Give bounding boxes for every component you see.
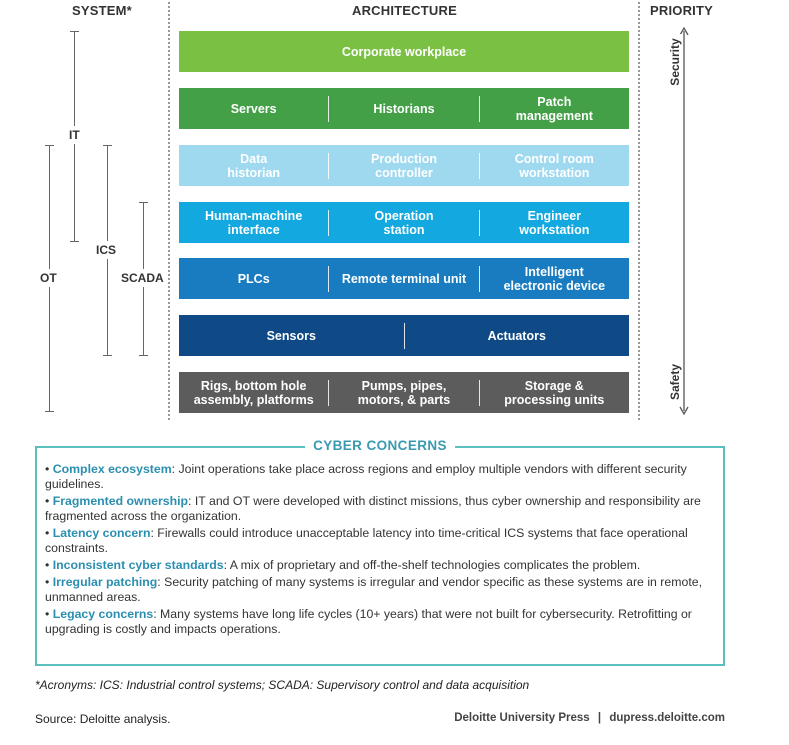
concern-text: : Security patching of many systems is i… [45, 575, 702, 604]
cell-separator [478, 152, 480, 179]
concern-text: : Joint operations take place across reg… [45, 462, 687, 491]
scada-bracket-tick [139, 202, 148, 203]
cell-separator [403, 322, 405, 349]
layer-cell: Servers [230, 101, 277, 116]
cell-separator [478, 209, 480, 236]
cell-separator [328, 265, 330, 292]
ot-bracket-tick [45, 145, 54, 146]
list-item: • Latency concern: Firewalls could intro… [45, 526, 688, 555]
layer-cell: Corporate workplace [341, 44, 467, 59]
concern-text: : IT and OT were developed with distinct… [45, 494, 701, 523]
concern-text: : Firewalls could introduce unacceptable… [45, 526, 688, 555]
credit-url: dupress.deloitte.com [609, 712, 725, 724]
layer-cell: Historians [373, 101, 435, 116]
list-item: • Complex ecosystem: Joint operations ta… [45, 462, 687, 491]
layer-cell: Sensors [266, 328, 316, 343]
layer-cell: Actuators [487, 328, 546, 343]
source-note: Source: Deloitte analysis. [35, 712, 171, 726]
layer-cell: Storage &processing units [504, 378, 605, 407]
it-bracket-tick [70, 31, 79, 32]
concern-heading: Inconsistent cyber standards [52, 558, 224, 572]
ics-bracket-tick [103, 355, 112, 356]
priority-arrow [679, 26, 689, 416]
ics-bracket-tick [103, 145, 112, 146]
cell-separator [328, 95, 330, 122]
list-item: • Irregular patching: Security patching … [45, 575, 702, 604]
concern-heading: Latency concern [52, 526, 151, 540]
ot-label: OT [40, 269, 57, 287]
cyber-concerns-list: • Complex ecosystem: Joint operations ta… [45, 462, 715, 639]
publisher-credit: Deloitte University Press | dupress.delo… [454, 712, 725, 724]
concern-heading: Legacy concerns [52, 607, 154, 621]
cell-separator [328, 152, 330, 179]
security-label: Security [668, 38, 682, 86]
credit-separator: | [597, 712, 602, 724]
cyber-concerns-box: CYBER CONCERNS • Complex ecosystem: Join… [35, 438, 725, 666]
priority-header: PRIORITY [650, 3, 713, 18]
cell-separator [478, 379, 480, 406]
layer-cell: Remote terminal unit [341, 271, 467, 286]
list-item: • Fragmented ownership: IT and OT were d… [45, 494, 701, 523]
scada-label: SCADA [121, 269, 164, 287]
ot-bracket-tick [45, 411, 54, 412]
list-item: • Inconsistent cyber standards: A mix of… [45, 558, 641, 572]
concern-heading: Complex ecosystem [52, 462, 172, 476]
cell-separator [328, 379, 330, 406]
right-divider [638, 2, 640, 420]
concern-heading: Fragmented ownership [52, 494, 189, 508]
credit-brand: Deloitte University Press [454, 712, 590, 724]
cell-separator [328, 209, 330, 236]
left-divider [168, 2, 170, 420]
layer-cell: PLCs [237, 271, 270, 286]
concern-text: : A mix of proprietary and off-the-shelf… [223, 558, 641, 572]
system-header: SYSTEM* [72, 3, 132, 18]
it-label: IT [69, 126, 80, 144]
ics-label: ICS [96, 241, 117, 259]
priority-label-bg [666, 358, 682, 406]
cell-separator [478, 95, 480, 122]
layer-corporate: Corporate workplace [179, 31, 629, 72]
list-item: • Legacy concerns: Many systems have lon… [45, 607, 692, 636]
scada-bracket-tick [139, 355, 148, 356]
architecture-header: ARCHITECTURE [352, 3, 457, 18]
layer-cell: Pumps, pipes,motors, & parts [357, 378, 451, 407]
concern-text: : Many systems have long life cycles (10… [45, 607, 692, 636]
acronyms-footnote: *Acronyms: ICS: Industrial control syste… [35, 678, 530, 692]
cell-separator [478, 265, 480, 292]
layer-sensors: Sensors Actuators [179, 315, 629, 356]
concern-heading: Irregular patching [52, 575, 158, 589]
priority-label-bg [666, 34, 682, 92]
safety-label: Safety [668, 363, 682, 401]
cyber-concerns-title: CYBER CONCERNS [305, 438, 455, 453]
it-bracket-tick [70, 241, 79, 242]
